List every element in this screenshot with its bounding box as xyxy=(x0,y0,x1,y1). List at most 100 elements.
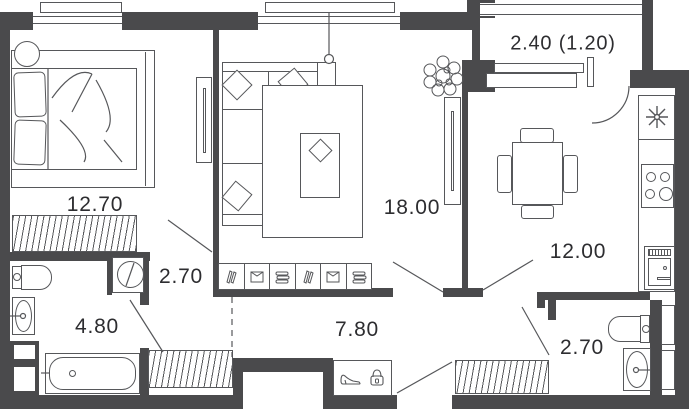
wall-kitchen-top-right xyxy=(630,70,689,88)
dining-chair xyxy=(497,155,512,193)
shaft-box xyxy=(661,350,675,390)
storage-cell xyxy=(296,264,321,289)
wall-washer-strip xyxy=(107,252,112,295)
kitchen-opening-line xyxy=(482,259,534,291)
wc-sink-bowl xyxy=(626,351,648,388)
wall-bottom-right xyxy=(452,395,689,409)
stove-burner xyxy=(645,189,655,199)
window-glazing-line xyxy=(33,23,122,24)
wc-area-label: 2.70 xyxy=(559,336,605,359)
storage-cell xyxy=(347,264,372,289)
balcony-area-label: 2.40 (1.20) xyxy=(510,32,616,55)
hallway-area-label: 7.80 xyxy=(334,318,380,341)
folded-stack-icon xyxy=(275,271,290,284)
shaft-box xyxy=(661,305,675,345)
stove-burner xyxy=(659,187,673,201)
box-icon xyxy=(326,271,340,283)
kitchen-area-label: 12.00 xyxy=(549,240,607,263)
wall-top-mid xyxy=(122,12,258,30)
wall-wc-right xyxy=(650,300,662,395)
folded-stack-icon xyxy=(352,271,367,284)
wall-entrance-niche-top xyxy=(233,358,333,372)
wall-right xyxy=(675,70,689,409)
bedroom-door-opening-line xyxy=(167,219,213,253)
bathroom-sink-bowl xyxy=(15,300,32,332)
wall-hallway-top xyxy=(219,288,393,297)
toilet-bowl xyxy=(21,265,52,290)
shoe-cabinet xyxy=(333,360,392,396)
wall-top-right xyxy=(400,12,472,30)
window-glazing-line xyxy=(33,16,122,17)
wc-opening-line xyxy=(521,306,550,356)
heel-shoe-icon xyxy=(339,374,361,385)
corridor-area-label: 2.70 xyxy=(158,265,204,288)
entrance-door-opening-line xyxy=(396,361,453,394)
plant-icon xyxy=(423,55,464,97)
wall-bath-corridor-upper xyxy=(140,252,149,305)
wall-bedroom-bottom xyxy=(0,252,150,261)
fridge-vent xyxy=(648,249,671,256)
balcony-door-sill-inner xyxy=(486,73,577,88)
wall-bottom-left xyxy=(0,395,243,409)
hallway-wardrobe xyxy=(148,350,233,388)
dining-chair xyxy=(521,205,554,219)
entry-wardrobe xyxy=(455,360,549,394)
handbag-icon xyxy=(369,369,384,386)
sofa-seam xyxy=(223,163,267,164)
fridge-knob xyxy=(663,266,667,270)
dining-chair xyxy=(520,128,554,143)
balcony-glazing-line xyxy=(480,14,642,15)
bedroom-window xyxy=(33,12,122,30)
bedroom-window-sill xyxy=(40,2,122,13)
wc-toilet-valve xyxy=(642,325,650,333)
window-glazing-line xyxy=(258,16,400,17)
toilet-valve xyxy=(13,273,21,281)
living-tall-cabinet xyxy=(444,97,461,205)
storage-cell xyxy=(245,264,270,289)
kitchen-sink-box xyxy=(638,95,675,140)
shaft-box xyxy=(14,367,35,391)
dining-table xyxy=(512,142,563,205)
bedroom-tall-cabinet xyxy=(196,77,212,163)
cabinet-handle xyxy=(203,88,206,153)
books-icon xyxy=(226,270,237,284)
stove-burner xyxy=(660,172,670,182)
living-hallway-opening-line xyxy=(392,261,444,293)
fridge-door xyxy=(648,258,671,286)
books-icon xyxy=(303,270,314,284)
wall-bath-corridor-lower xyxy=(140,348,149,395)
wall-bedroom-living xyxy=(213,30,219,297)
fridge-handle xyxy=(657,277,671,280)
wall-niche-right-stub xyxy=(323,358,333,397)
wc-toilet-bowl xyxy=(608,316,641,342)
wall-kitchen-bottom xyxy=(537,292,650,300)
storage-cell xyxy=(270,264,296,289)
wall-living-kitchen xyxy=(462,92,468,288)
shaft-box xyxy=(14,345,35,359)
bathroom-door-opening-line xyxy=(129,299,164,353)
balcony-glazing-line xyxy=(480,4,642,5)
box-icon xyxy=(250,271,264,283)
living-room-area-label: 18.00 xyxy=(383,196,441,219)
cabinet-handle xyxy=(451,111,454,191)
living-window xyxy=(258,12,400,30)
window-glazing-line xyxy=(258,23,400,24)
bathtub-drain xyxy=(69,370,76,377)
wall-kitchen-stub xyxy=(537,300,545,308)
bedroom-area-label: 12.70 xyxy=(66,193,124,216)
dining-chair xyxy=(563,155,578,193)
bathtub-inner xyxy=(49,357,136,390)
balcony-door-leaf xyxy=(587,57,594,87)
balcony-glazing xyxy=(480,3,642,16)
fridge xyxy=(644,246,675,290)
balcony-door-swing-arc xyxy=(591,85,630,124)
bedroom-wardrobe xyxy=(12,215,137,252)
bed-footboard-line xyxy=(145,52,146,186)
wall-balcony-left xyxy=(472,0,480,88)
storage-cell xyxy=(321,264,347,289)
living-window-sill xyxy=(265,2,395,13)
wall-bottom-mid xyxy=(323,395,397,409)
stove xyxy=(641,164,674,208)
wall-balcony-right xyxy=(642,0,653,70)
